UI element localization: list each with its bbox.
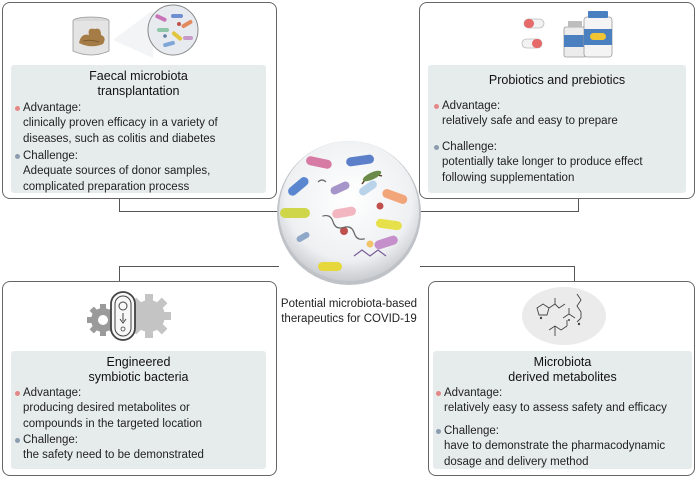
engineered-card: Engineered symbiotic bacteria Advantage:…	[2, 281, 277, 476]
probiotics-advantage-text: relatively safe and easy to prepare	[442, 115, 618, 127]
center-label-line1: Potential microbiota-based	[280, 298, 418, 310]
metabolites-title-line1: Microbiota	[533, 355, 592, 369]
metabolites-info-panel: Microbiota derived metabolites Advantage…	[433, 351, 692, 469]
microbiota-dish-illustration	[277, 141, 421, 285]
connector-top-left-horizontal	[119, 211, 279, 212]
fmt-card: Faecal microbiota transplantation Advant…	[2, 2, 277, 199]
fmt-challenge-label: Challenge:	[15, 150, 78, 162]
probiotics-card: Probiotics and prebiotics Advantage: rel…	[419, 2, 695, 199]
engineered-title-line1: Engineered	[106, 355, 171, 369]
engineered-challenge-text: the safety need to be demonstrated	[23, 449, 204, 461]
metabolite-molecules-icon	[522, 287, 606, 345]
gut-bacteria-magnified-icon	[113, 4, 199, 58]
stool-jar-icon	[72, 16, 110, 56]
connector-bottom-right-vertical	[574, 266, 575, 282]
engineered-info-panel: Engineered symbiotic bacteria Advantage:…	[11, 351, 266, 469]
engineered-advantage-text: producing desired metabolites or compoun…	[23, 402, 203, 430]
engineered-bacteria-gears-icon	[87, 291, 171, 341]
fmt-info-panel: Faecal microbiota transplantation Advant…	[11, 65, 266, 193]
supplement-bottles-icon	[563, 11, 613, 58]
connector-bottom-left-vertical	[119, 266, 120, 282]
metabolites-advantage-text: relatively easy to assess safety and eff…	[444, 402, 667, 414]
probiotics-info-panel: Probiotics and prebiotics Advantage: rel…	[428, 65, 686, 193]
metabolites-card: Microbiota derived metabolites Advantage…	[428, 281, 695, 476]
center-label-line2: therapeutics for COVID-19	[281, 313, 417, 325]
metabolites-advantage-label: Advantage:	[435, 387, 503, 399]
fmt-title-line1: Faecal microbiota	[89, 69, 188, 83]
engineered-advantage-label: Advantage:	[14, 387, 82, 399]
metabolites-title-line2: derived metabolites	[508, 370, 617, 384]
fmt-advantage-label: Advantage:	[14, 102, 82, 114]
fmt-challenge-text: Adequate sources of donor samples, compl…	[23, 165, 211, 193]
fmt-title-line2: transplantation	[97, 84, 180, 98]
engineered-challenge-label: Challenge:	[15, 434, 78, 446]
metabolites-challenge-label: Challenge:	[436, 425, 499, 437]
probiotics-challenge-text: potentially take longer to produce effec…	[442, 156, 643, 184]
capsule-pills-icon	[521, 18, 545, 49]
engineered-title-line2: symbiotic bacteria	[88, 370, 189, 384]
probiotics-title: Probiotics and prebiotics	[488, 73, 626, 87]
connector-top-right-vertical	[578, 198, 579, 212]
connector-bottom-left-horizontal	[119, 266, 279, 267]
probiotics-challenge-label: Challenge:	[434, 141, 497, 153]
connector-bottom-right-horizontal	[420, 266, 575, 267]
probiotics-advantage-label: Advantage:	[433, 100, 501, 112]
metabolites-challenge-text: have to demonstrate the pharmacodynamic …	[444, 440, 666, 468]
center-label: Potential microbiota-based therapeutics …	[270, 297, 428, 327]
fmt-advantage-text: clinically proven efficacy in a variety …	[23, 117, 218, 145]
connector-top-left-vertical	[119, 198, 120, 212]
connector-top-right-horizontal	[420, 211, 578, 212]
